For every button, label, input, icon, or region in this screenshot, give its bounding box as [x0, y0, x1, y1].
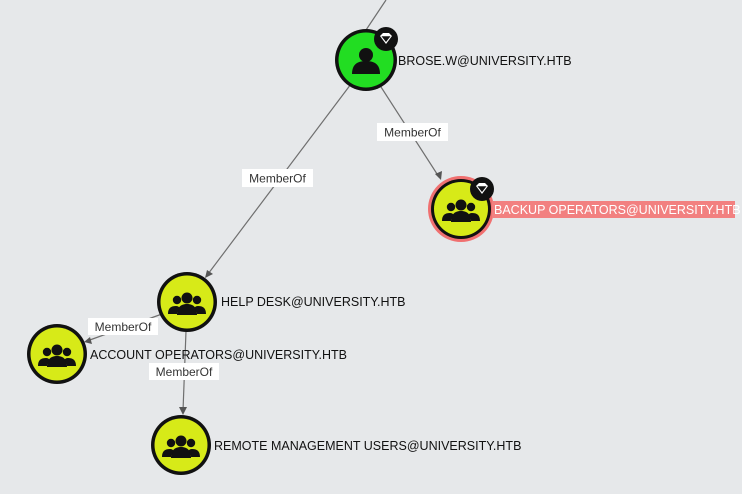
highlighted-label-bg — [492, 201, 735, 218]
arrow-head-icon — [84, 337, 92, 344]
node-remote-management-users[interactable]: REMOTE MANAGEMENT USERS@UNIVERSITY.HTB — [151, 415, 521, 475]
edge-label: MemberOf — [384, 126, 441, 140]
edge-help-desk-to-account-operators[interactable]: MemberOf — [84, 313, 163, 344]
edge-label: MemberOf — [156, 365, 213, 379]
edge-label-bg — [149, 363, 219, 380]
node-brose-w[interactable]: BROSE.W@UNIVERSITY.HTB — [335, 27, 572, 91]
node-label: ACCOUNT OPERATORS@UNIVERSITY.HTB — [90, 348, 347, 362]
edge-label: MemberOf — [249, 172, 306, 186]
arrow-head-icon — [435, 171, 442, 180]
node-account-operators[interactable]: ACCOUNT OPERATORS@UNIVERSITY.HTB — [27, 324, 347, 384]
edge-help-desk-to-remote-management-users[interactable]: MemberOf — [149, 330, 219, 415]
node-label: REMOTE MANAGEMENT USERS@UNIVERSITY.HTB — [214, 439, 521, 453]
edge-label-bg — [88, 318, 158, 335]
gem-icon — [374, 27, 398, 51]
edge-brose-to-backup-operators[interactable]: MemberOf — [377, 86, 448, 180]
arrow-head-icon — [205, 270, 213, 278]
node-help-desk[interactable]: HELP DESK@UNIVERSITY.HTB — [157, 272, 406, 332]
node-backup-operators[interactable]: BACKUP OPERATORS@UNIVERSITY.HTB — [428, 176, 741, 242]
node-label: BACKUP OPERATORS@UNIVERSITY.HTB — [494, 203, 741, 217]
edge-label-bg — [242, 169, 313, 187]
gem-icon — [470, 177, 494, 201]
edge-incoming-offscreen[interactable] — [365, 0, 387, 31]
node-label: HELP DESK@UNIVERSITY.HTB — [221, 295, 406, 309]
node-label: BROSE.W@UNIVERSITY.HTB — [398, 54, 572, 68]
arrow-head-icon — [179, 407, 187, 415]
edge-label-bg — [377, 123, 448, 141]
edge-label: MemberOf — [95, 320, 152, 334]
edge-brose-to-help-desk[interactable]: MemberOf — [205, 83, 352, 278]
